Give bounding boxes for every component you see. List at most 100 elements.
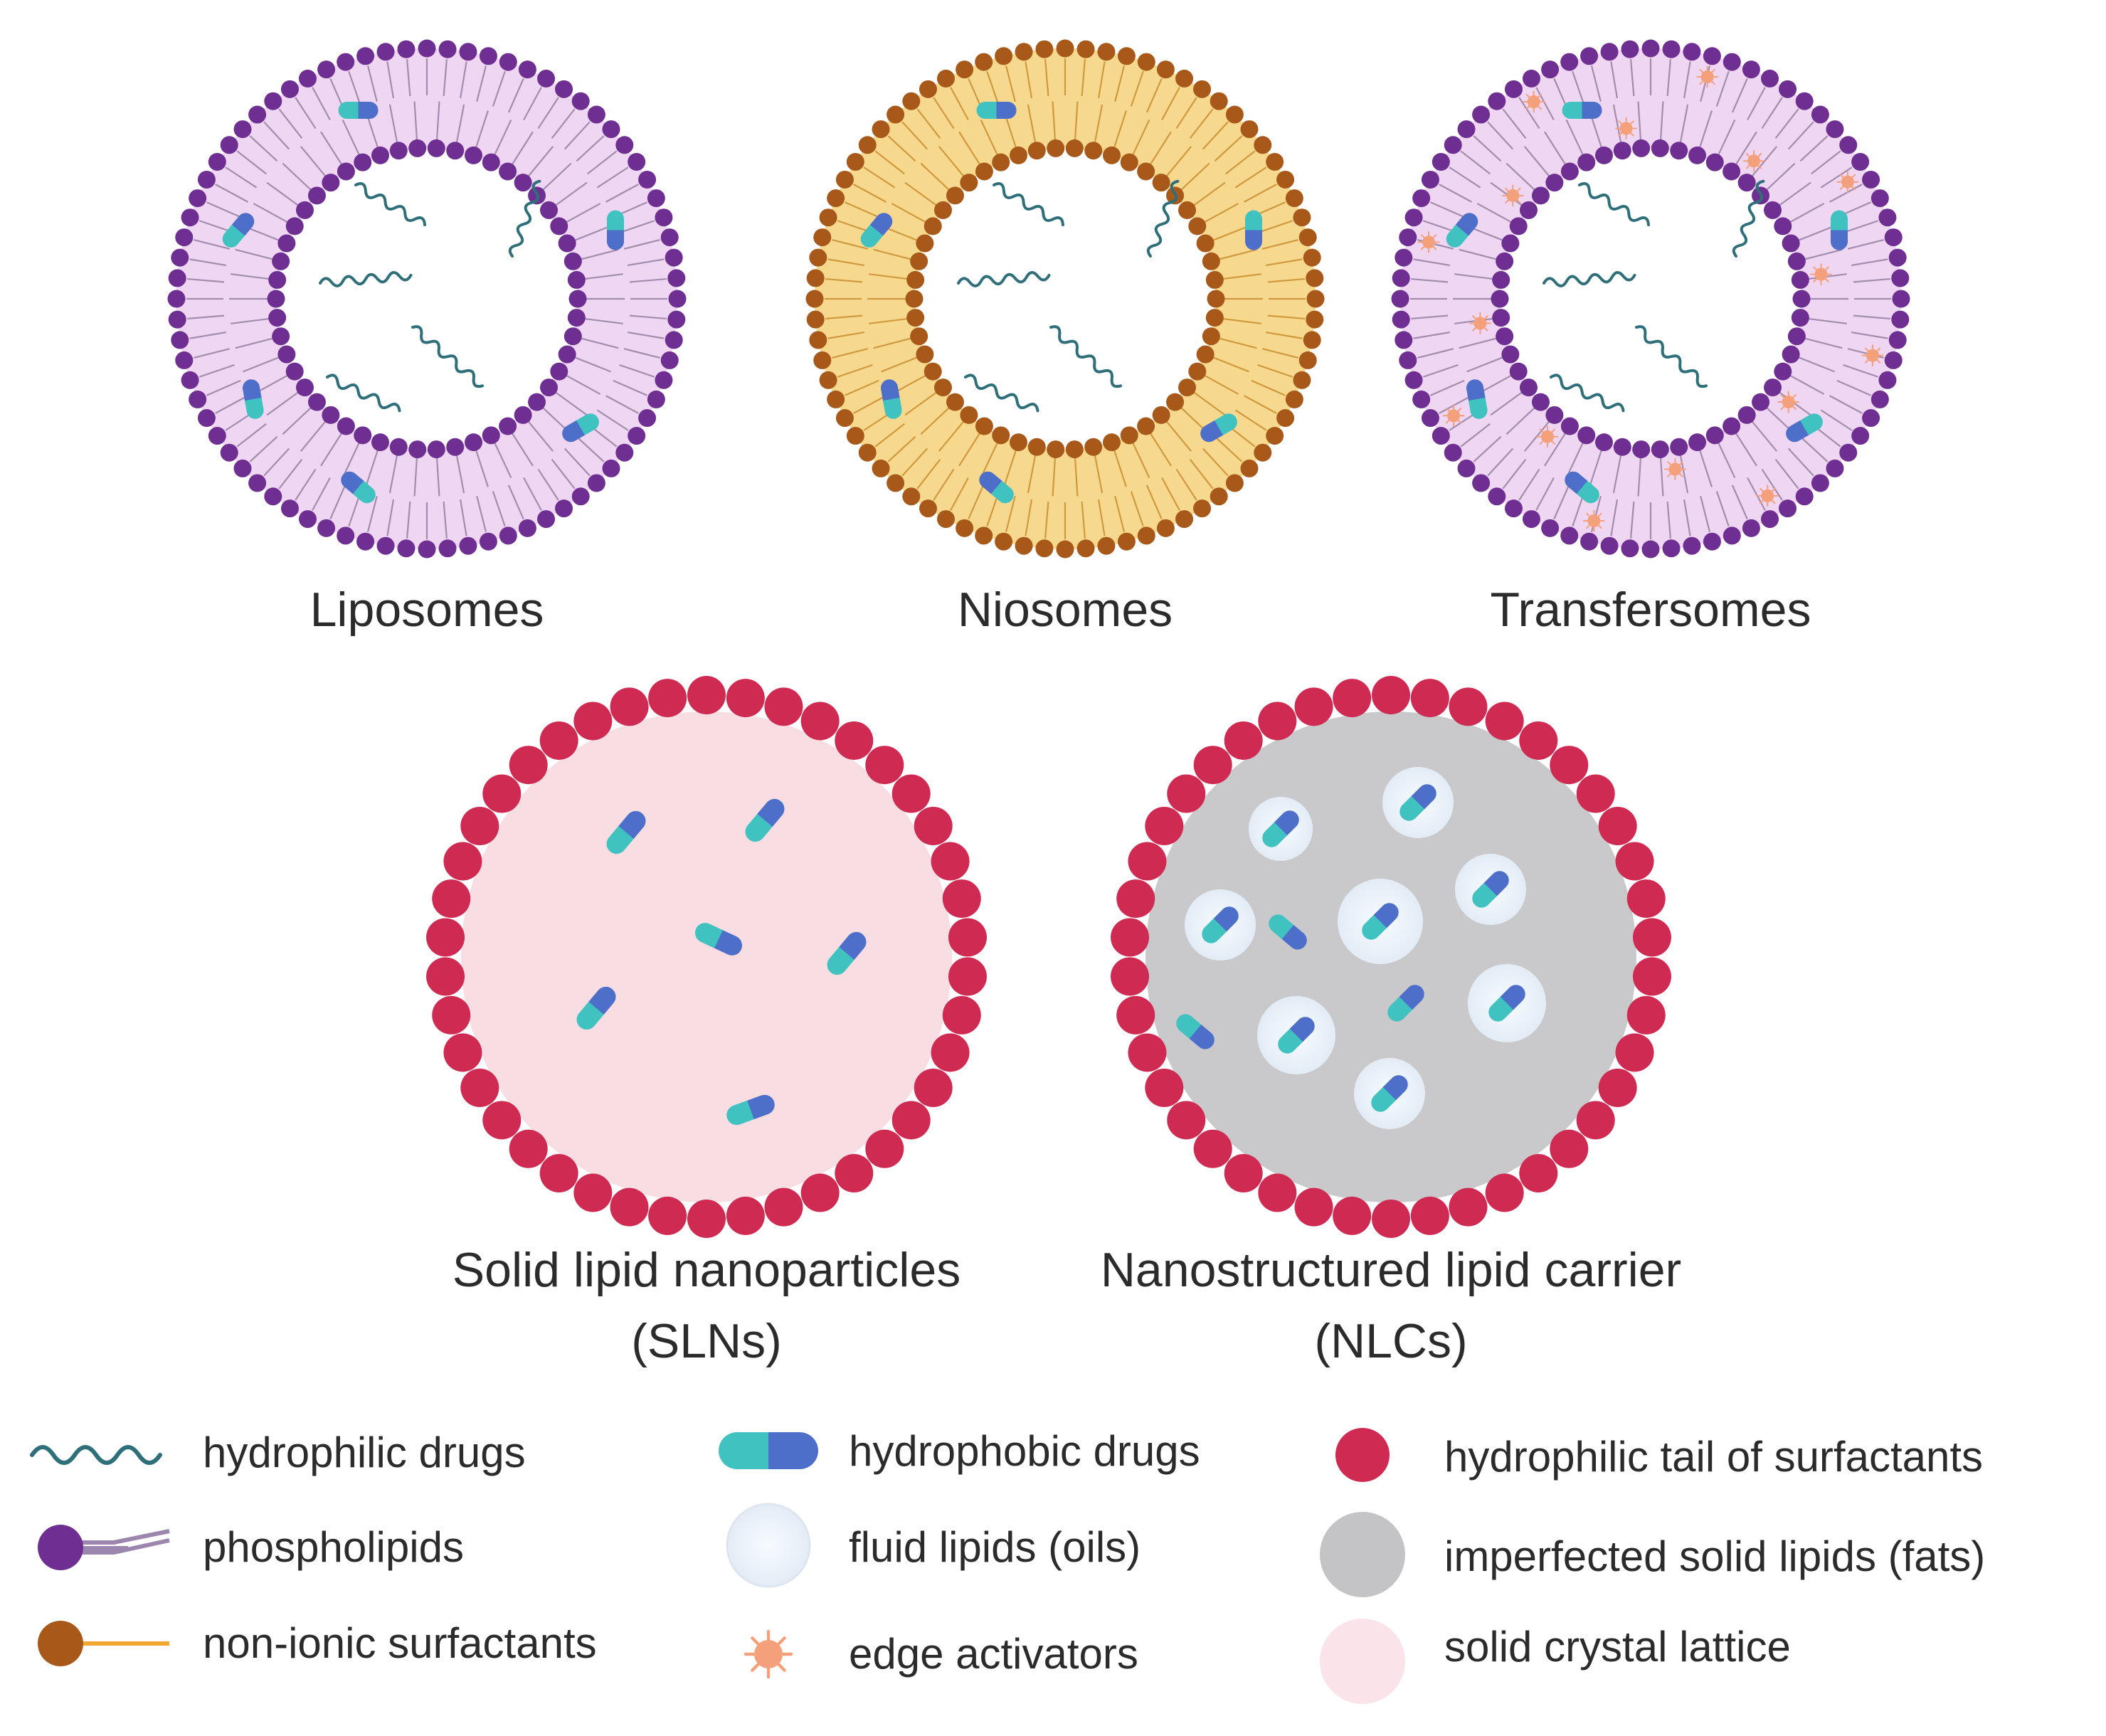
lipid-head xyxy=(906,309,925,327)
nlc-particle xyxy=(1111,676,1671,1238)
lipid-head xyxy=(1306,310,1324,329)
surfactant-head xyxy=(1615,842,1654,881)
surfactant-head xyxy=(539,1154,578,1193)
lipid-head xyxy=(1884,351,1903,369)
lipid-head xyxy=(1027,438,1046,456)
surfactant-head xyxy=(573,702,613,741)
surfactant-head xyxy=(443,842,482,881)
edge-activator xyxy=(1469,312,1491,334)
sln-particle xyxy=(426,676,987,1238)
lipid-head xyxy=(1056,540,1074,559)
hydrophobic-drug xyxy=(979,471,1014,504)
lipid-head xyxy=(550,217,568,235)
lipid-head xyxy=(1662,539,1681,558)
lipid-head xyxy=(337,162,355,181)
lipid-head xyxy=(295,201,314,219)
transfersome-vesicle xyxy=(1391,39,1910,559)
lipid-head xyxy=(1472,105,1491,124)
nlc-label-line2: (NLCs) xyxy=(1314,1314,1467,1368)
lipid-head xyxy=(638,170,657,189)
hydrophilic-drug xyxy=(993,182,1064,226)
lipid-head xyxy=(537,510,556,529)
lipid-head xyxy=(1683,536,1701,555)
hydrophobic-drug xyxy=(1565,471,1599,504)
legend-label-nonionic-surfactants: non-ionic surfactants xyxy=(203,1619,597,1667)
lipid-head xyxy=(1839,136,1858,154)
lipid-head xyxy=(1688,146,1707,164)
surfactant-head xyxy=(460,807,499,845)
lipid-head xyxy=(665,331,683,349)
surfactant-head xyxy=(1258,1173,1297,1212)
niosome-vesicle xyxy=(805,39,1325,559)
lipid-head xyxy=(1632,139,1651,157)
lipid-head xyxy=(499,526,517,545)
lipid-head xyxy=(1254,136,1272,154)
liposome-label: Liposomes xyxy=(310,583,544,637)
lipid-head xyxy=(171,248,189,267)
surfactant-head xyxy=(1224,1154,1263,1193)
lipid-head xyxy=(902,92,921,110)
surfactant-head xyxy=(835,721,874,760)
surfactant-head xyxy=(1632,918,1671,957)
surfactant-head xyxy=(764,687,803,726)
lipid-head xyxy=(1703,47,1721,65)
lipid-head xyxy=(1878,371,1897,389)
lipid-head xyxy=(1670,438,1688,456)
hydrophobic-drug xyxy=(338,102,379,120)
lipid-head xyxy=(819,371,837,389)
lipid-head xyxy=(1580,532,1599,551)
surfactant-head xyxy=(1372,1200,1410,1238)
lipid-head xyxy=(571,92,590,110)
lipid-head xyxy=(1202,252,1220,270)
lipid-head xyxy=(1009,146,1027,164)
hydrophobic-drug xyxy=(1202,906,1239,943)
phospholipid-icon xyxy=(38,1525,170,1570)
lipid-head xyxy=(1613,142,1631,160)
hydrophobic-drug xyxy=(1446,213,1478,248)
surfactant-head xyxy=(648,679,687,718)
lipid-head xyxy=(175,351,194,369)
lipid-head xyxy=(960,174,978,192)
lipid-head xyxy=(1787,327,1806,346)
lipid-head xyxy=(1662,40,1681,58)
lipid-head xyxy=(1737,174,1756,192)
lipid-head xyxy=(356,47,375,65)
surfactant-head xyxy=(1449,687,1488,726)
lipid-head xyxy=(992,153,1010,171)
lipid-head xyxy=(1266,152,1284,171)
lipid-head xyxy=(660,228,679,247)
surfactant-head xyxy=(1224,721,1263,760)
lipid-head xyxy=(1276,170,1295,189)
lipid-head xyxy=(555,499,573,518)
hydrophilic-drug xyxy=(354,182,426,226)
lipid-head xyxy=(1811,105,1829,124)
lipid-head xyxy=(1496,327,1514,346)
lipid-head xyxy=(1826,459,1844,477)
hydrophobic-drug xyxy=(1830,210,1848,250)
lipid-head xyxy=(397,539,416,558)
lipid-head xyxy=(438,539,457,558)
lipid-head xyxy=(1705,426,1724,445)
lipid-head xyxy=(1472,474,1491,492)
lipid-head xyxy=(1156,60,1175,79)
lipid-head xyxy=(602,459,620,477)
lipid-head xyxy=(197,409,216,428)
lipid-head xyxy=(1764,201,1782,219)
hydrophobic-drug xyxy=(1562,102,1602,120)
hydrophilic-drug xyxy=(1049,325,1123,388)
lipid-head xyxy=(1862,170,1880,189)
lipid-head xyxy=(1152,174,1170,192)
hydrophobic-drug xyxy=(881,379,902,419)
lipid-head xyxy=(936,510,955,529)
lipid-head xyxy=(846,427,864,445)
lipid-head xyxy=(220,443,238,462)
lipid-head xyxy=(975,162,993,181)
lipid-head xyxy=(1594,433,1613,452)
surfactant-head xyxy=(1294,1187,1333,1227)
lipid-head xyxy=(1391,290,1409,308)
lipid-head xyxy=(1193,80,1212,98)
lipid-head xyxy=(1137,162,1155,181)
lipid-head xyxy=(1795,92,1814,110)
lipid-head xyxy=(1621,539,1639,558)
